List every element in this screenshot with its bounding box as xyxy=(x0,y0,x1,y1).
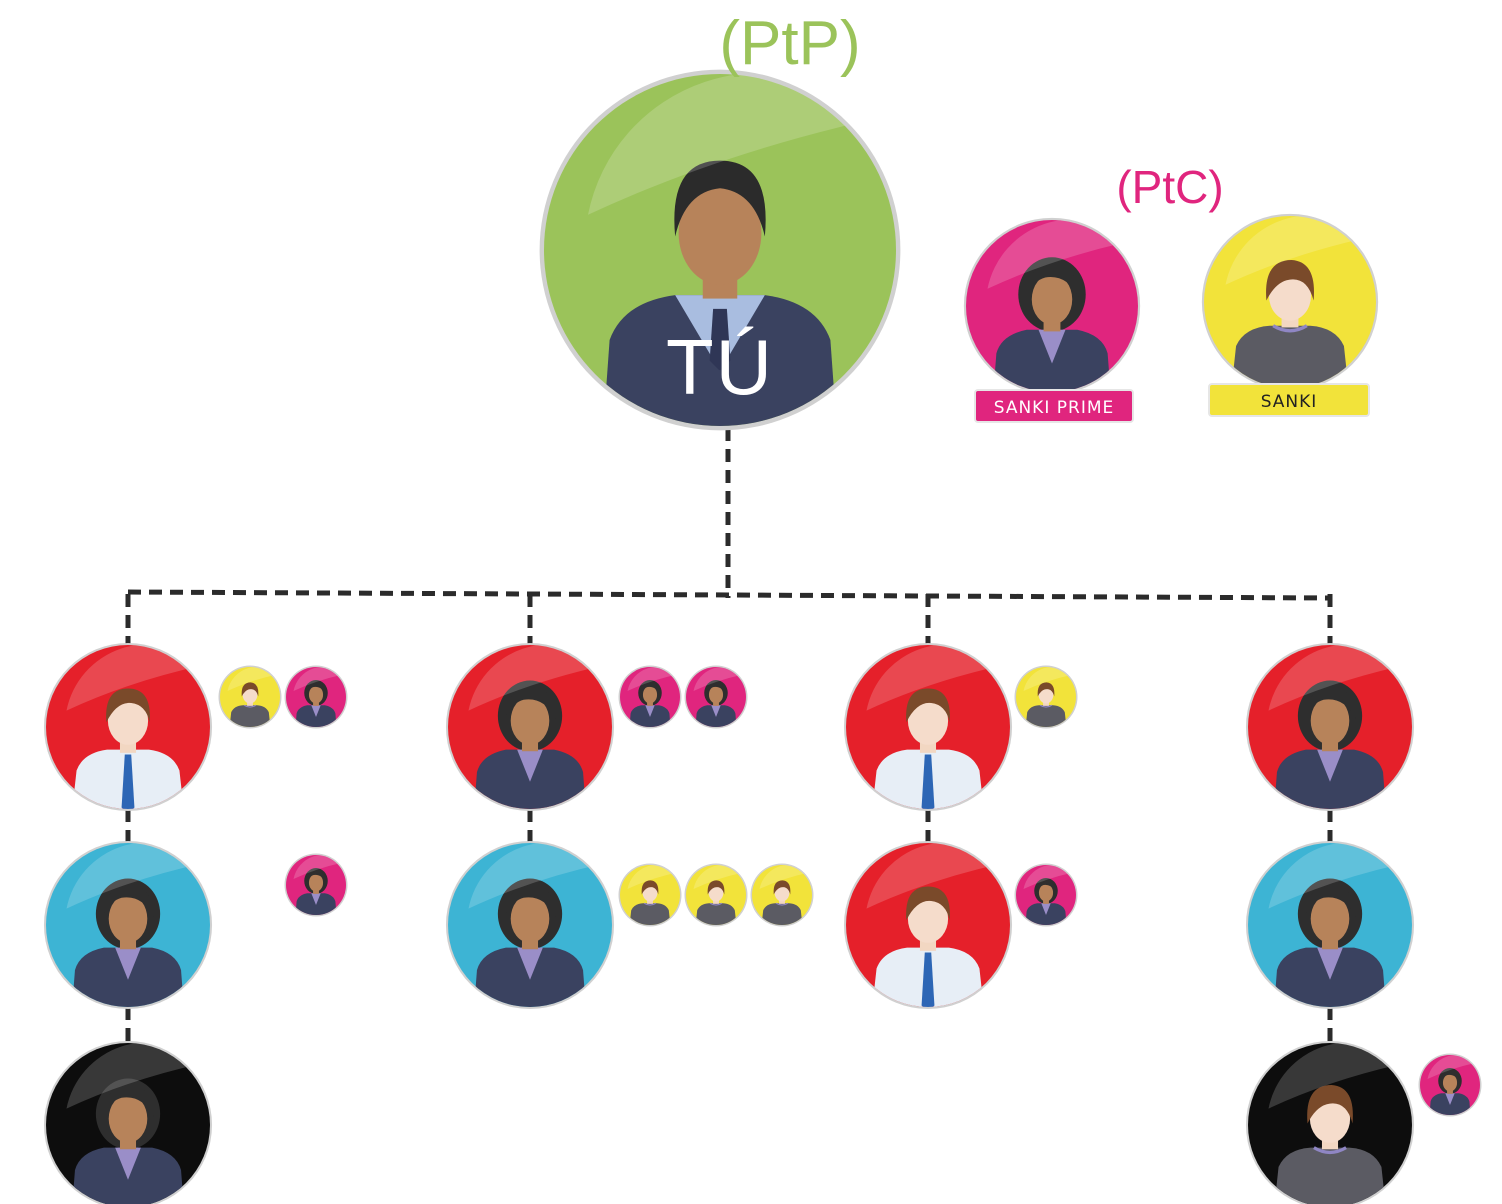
legend-tag-sanki-prime: SANKI PRIME xyxy=(974,389,1134,423)
badge-yellow-boy-icon xyxy=(750,863,814,927)
badge-magenta-woman-icon xyxy=(618,665,682,729)
member-4-2-woman-icon xyxy=(1245,840,1415,1010)
badge-magenta-woman-icon xyxy=(1014,863,1078,927)
member-2-1-woman-icon xyxy=(445,642,615,812)
member-1-3-woman-icon xyxy=(43,1040,213,1204)
member-3-2-man-tie-icon xyxy=(843,840,1013,1010)
badge-yellow-boy-icon xyxy=(1014,665,1078,729)
root-avatar xyxy=(539,69,901,431)
connector-line xyxy=(127,589,1331,601)
badge-yellow-boy-icon xyxy=(684,863,748,927)
legend-avatar-sanki-prime xyxy=(963,217,1141,395)
member-2-2-woman-icon xyxy=(445,840,615,1010)
ptp-label: (PtP) xyxy=(719,9,861,78)
badge-magenta-woman-icon xyxy=(284,853,348,917)
member-4-1-woman-icon xyxy=(1245,642,1415,812)
badge-magenta-woman-icon xyxy=(1418,1053,1482,1117)
badge-magenta-woman-icon xyxy=(684,665,748,729)
badge-yellow-boy-icon xyxy=(218,665,282,729)
member-3-1-man-tie-icon xyxy=(843,642,1013,812)
badge-magenta-woman-icon xyxy=(284,665,348,729)
root-name: TÚ xyxy=(666,323,774,411)
member-1-1-man-tie-icon xyxy=(43,642,213,812)
member-4-3-boy-icon xyxy=(1245,1040,1415,1204)
badge-yellow-boy-icon xyxy=(618,863,682,927)
member-1-2-woman-icon xyxy=(43,840,213,1010)
legend-tag-sanki: SANKI xyxy=(1208,383,1370,417)
ptc-label: (PtC) xyxy=(1116,161,1224,213)
legend-avatar-sanki xyxy=(1201,213,1379,391)
